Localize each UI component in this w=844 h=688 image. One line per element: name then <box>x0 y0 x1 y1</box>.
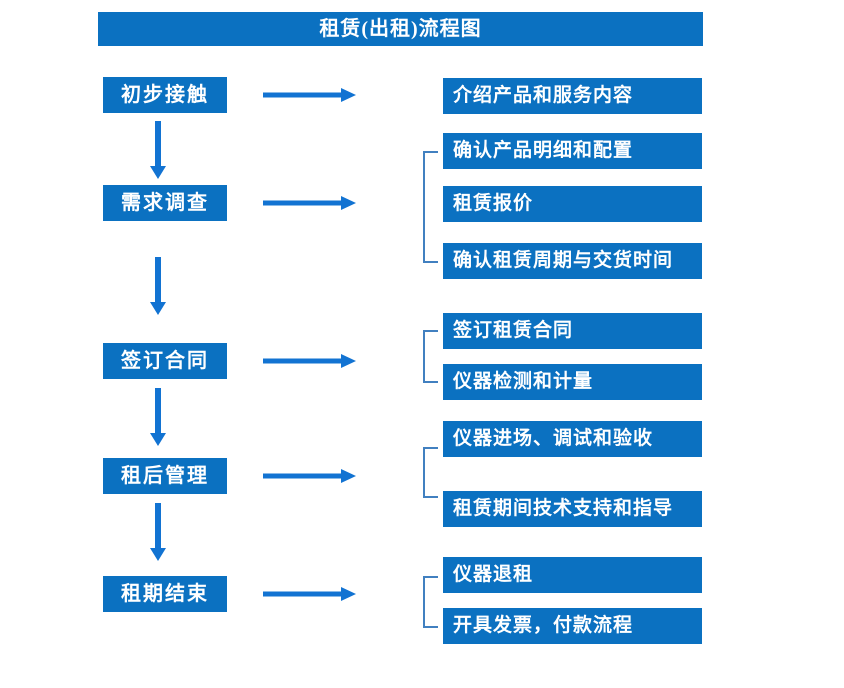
arrow-right-icon <box>263 587 356 601</box>
bracket-connector <box>423 447 438 498</box>
arrow-down-icon <box>150 388 166 446</box>
arrow-right-icon <box>263 196 356 210</box>
detail-box: 仪器进场、调试和验收 <box>443 421 702 457</box>
stage-box-initial-contact: 初步接触 <box>103 77 227 113</box>
detail-box: 签订租赁合同 <box>443 313 702 349</box>
arrow-right-icon <box>263 88 356 102</box>
bracket-connector <box>423 151 438 263</box>
arrow-down-icon <box>150 121 166 179</box>
arrow-right-icon <box>263 354 356 368</box>
detail-box: 确认产品明细和配置 <box>443 133 702 169</box>
flowchart-title: 租赁(出租)流程图 <box>98 12 703 46</box>
stage-box-sign-contract: 签订合同 <box>103 343 227 379</box>
detail-box: 仪器检测和计量 <box>443 364 702 400</box>
detail-box: 仪器退租 <box>443 557 702 593</box>
arrow-right-icon <box>263 469 356 483</box>
detail-box: 确认租赁周期与交货时间 <box>443 243 702 279</box>
bracket-connector <box>423 576 438 628</box>
detail-box: 开具发票，付款流程 <box>443 608 702 644</box>
bracket-connector <box>423 330 438 383</box>
arrow-down-icon <box>150 503 166 561</box>
detail-box: 介绍产品和服务内容 <box>443 78 702 114</box>
detail-box: 租赁报价 <box>443 186 702 222</box>
stage-box-rental-end: 租期结束 <box>103 576 227 612</box>
stage-box-post-rental-management: 租后管理 <box>103 458 227 494</box>
detail-box: 租赁期间技术支持和指导 <box>443 491 702 527</box>
arrow-down-icon <box>150 257 166 315</box>
stage-box-demand-survey: 需求调查 <box>103 185 227 221</box>
